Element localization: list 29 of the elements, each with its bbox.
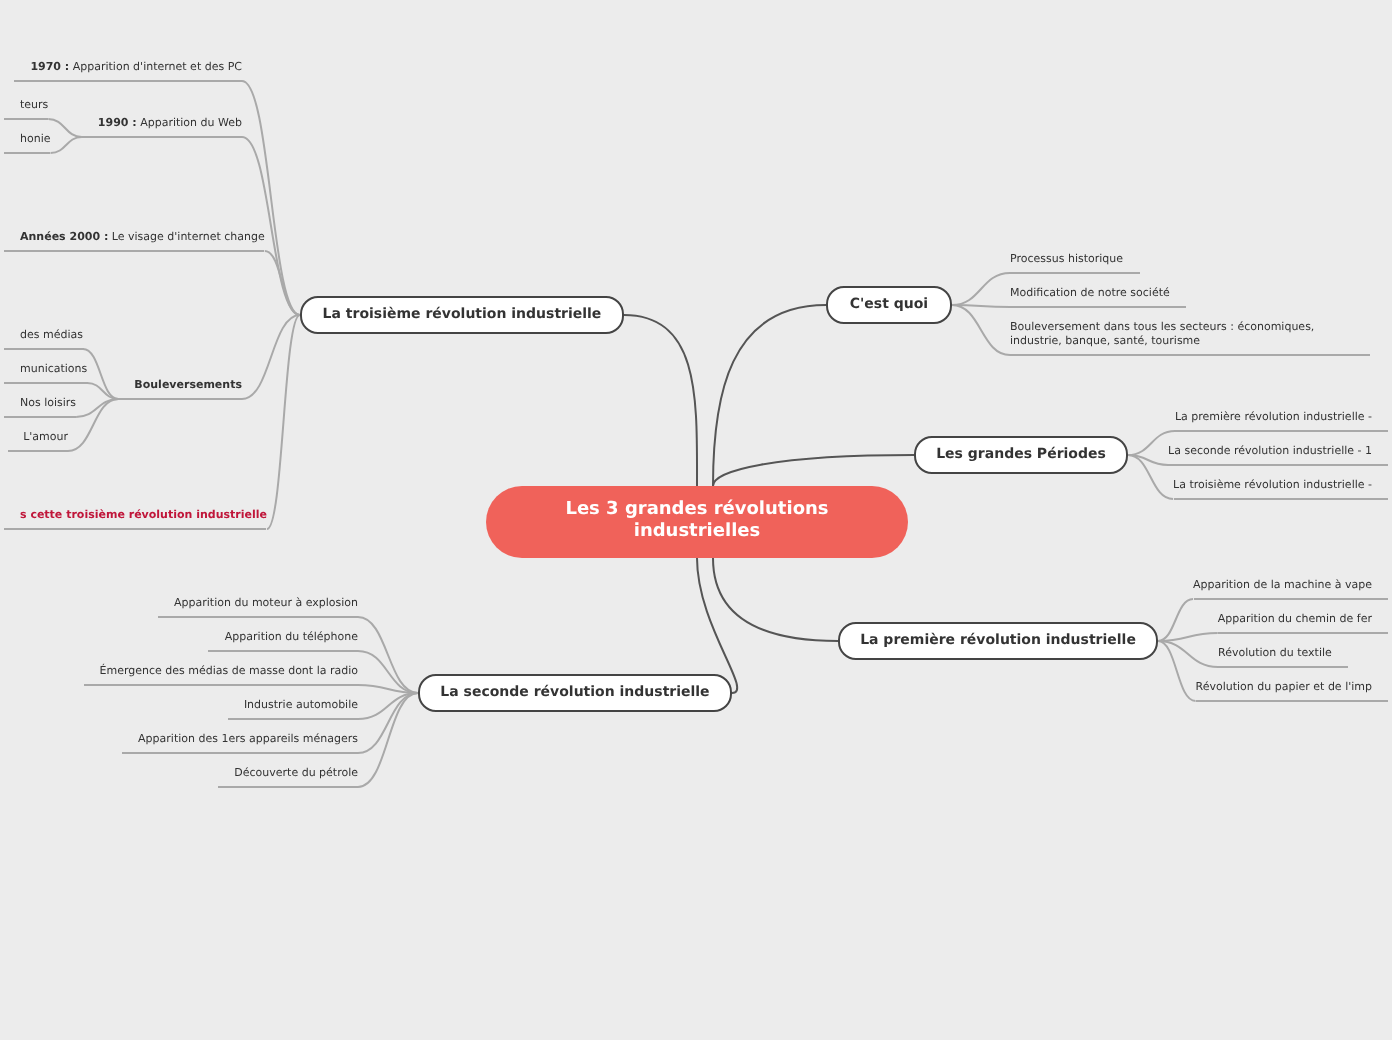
branch-line bbox=[47, 118, 83, 138]
branch-line bbox=[1157, 640, 1197, 702]
branch-line bbox=[1127, 430, 1176, 456]
branch-line bbox=[357, 650, 419, 694]
branch-line bbox=[82, 348, 120, 400]
branch-line bbox=[1127, 454, 1170, 466]
branch-line bbox=[67, 398, 120, 452]
branch-line bbox=[712, 454, 915, 487]
branch-line bbox=[265, 314, 301, 530]
branch-line bbox=[357, 692, 419, 788]
branch-line bbox=[696, 557, 739, 694]
branch-line bbox=[1127, 454, 1175, 500]
branch-line bbox=[241, 136, 301, 316]
branch-line bbox=[951, 272, 1011, 306]
branch-line bbox=[951, 304, 1011, 356]
branch-line bbox=[75, 398, 120, 418]
branch-line bbox=[241, 80, 301, 316]
branch-line bbox=[86, 382, 120, 400]
branch-line bbox=[1157, 598, 1195, 642]
branch-line bbox=[49, 136, 83, 154]
central-topic: Les 3 grandes révolutions industrielles bbox=[486, 486, 908, 558]
branch-line bbox=[712, 304, 827, 487]
branch-line bbox=[357, 616, 419, 694]
branch-line bbox=[712, 557, 839, 642]
branch-line bbox=[263, 250, 301, 316]
branch-line bbox=[241, 314, 301, 400]
branch-line bbox=[951, 304, 1011, 308]
branch-line bbox=[1157, 640, 1219, 668]
branch-line bbox=[623, 314, 698, 487]
